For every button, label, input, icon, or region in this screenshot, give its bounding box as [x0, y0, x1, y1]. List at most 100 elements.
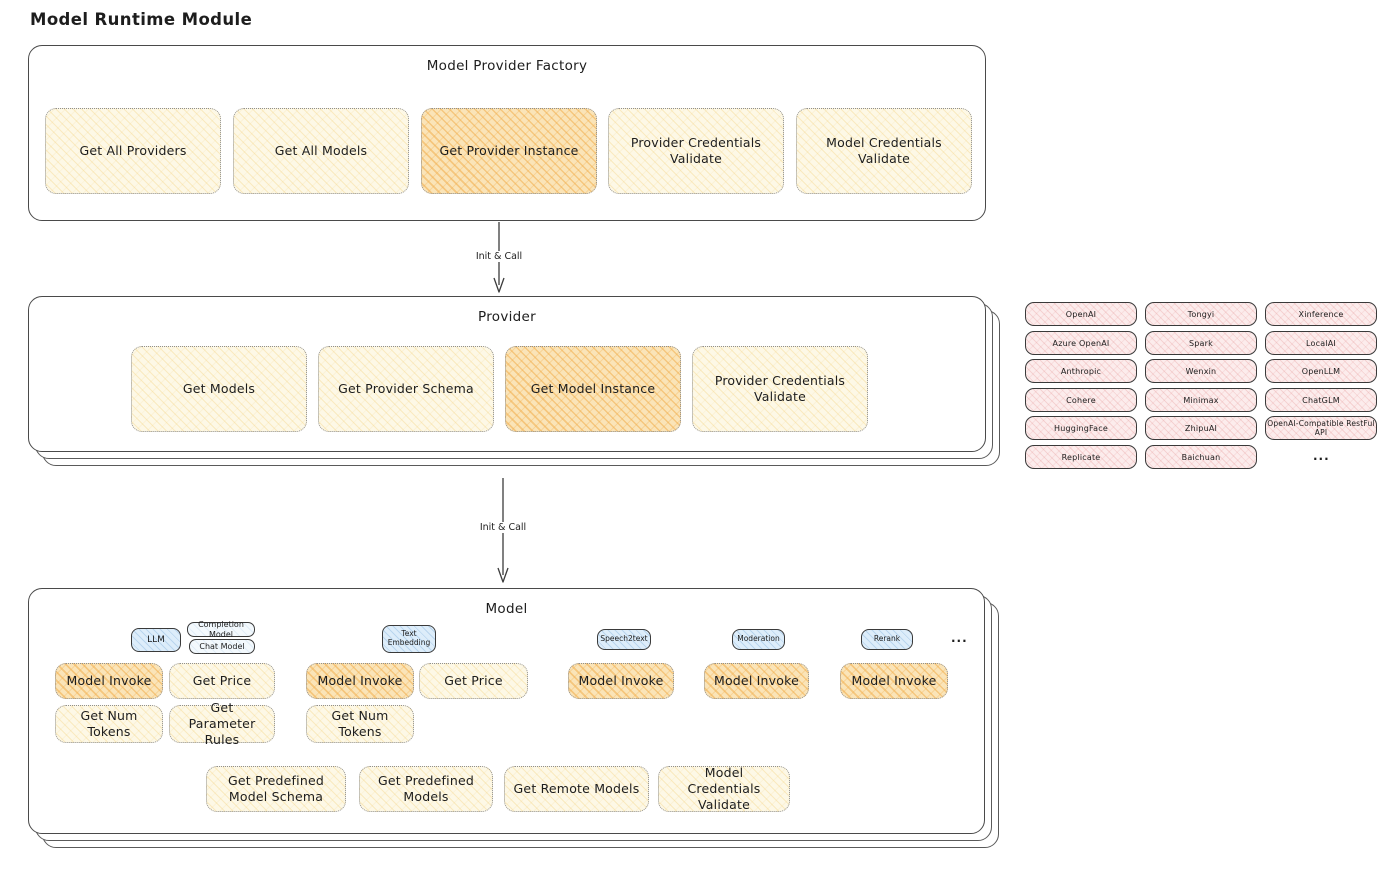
node-label: Model Invoke	[851, 672, 937, 688]
factory-node-get-all-providers: Get All Providers	[45, 108, 221, 194]
model-node-text-embedding-model-invoke: Model Invoke	[306, 663, 414, 699]
init-call-label-1: Init & Call	[471, 251, 527, 262]
model-node-get-remote-models: Get Remote Models	[504, 766, 649, 812]
node-label: Model Invoke	[317, 672, 403, 688]
node-label: Model Credentials Validate	[826, 134, 942, 166]
pill-label: OpenLLM	[1301, 366, 1341, 376]
node-label: Model Invoke	[713, 672, 800, 688]
pill-label: Azure OpenAI	[1052, 338, 1110, 348]
model-node-llm-get-parameter-rules: Get Parameter Rules	[169, 700, 275, 747]
node-label: Get Predefined Model Schema	[228, 772, 324, 804]
pill-label: HuggingFace	[1054, 423, 1108, 433]
model-type-badge-chat-model: Chat Model	[189, 639, 255, 654]
provider-pill-spark: Spark	[1145, 331, 1257, 355]
model-node-get-predefined-model-schema: Get Predefined Model Schema	[206, 766, 346, 812]
pill-label: Replicate	[1061, 452, 1101, 462]
pill-label: OpenAI	[1065, 309, 1097, 319]
model-node-get-predefined-models: Get Predefined Models	[359, 766, 493, 812]
node-label: Get Num Tokens	[331, 707, 389, 739]
pill-label: LocalAI	[1306, 338, 1336, 348]
pill-label: Wenxin	[1185, 366, 1217, 376]
pill-label: Tongyi	[1187, 309, 1215, 319]
provider-node-get-models: Get Models	[131, 346, 307, 432]
badge-label: LLM	[147, 634, 165, 645]
provider-pill-wenxin: Wenxin	[1145, 359, 1257, 383]
node-label: Get Provider Schema	[338, 380, 474, 396]
factory-node-provider-credentials-validate: Provider Credentials Validate	[608, 108, 784, 194]
factory-box-title: Model Provider Factory	[426, 58, 588, 74]
pill-label: Minimax	[1183, 395, 1219, 405]
badge-label: Speech2text	[600, 634, 648, 644]
model-box: Model LLM Completion Model Chat Model Te…	[28, 588, 985, 834]
node-label: Get All Providers	[79, 142, 187, 158]
model-node-llm-get-num-tokens: Get Num Tokens	[55, 705, 163, 743]
provider-box: Provider Get Models Get Provider Schema …	[28, 296, 986, 452]
model-node-rerank-model-invoke: Model Invoke	[840, 663, 948, 699]
providers-ellipsis: ...	[1313, 449, 1330, 463]
init-call-label-2: Init & Call	[475, 522, 531, 533]
model-type-badge-speech2text: Speech2text	[597, 629, 651, 650]
badge-label: Moderation	[737, 634, 780, 644]
pill-label: Spark	[1189, 338, 1213, 348]
provider-node-get-provider-schema: Get Provider Schema	[318, 346, 494, 432]
provider-pill-chatglm: ChatGLM	[1265, 388, 1377, 412]
provider-pill-cohere: Cohere	[1025, 388, 1137, 412]
badge-label: Text Embedding	[387, 629, 431, 647]
node-label: Provider Credentials Validate	[714, 372, 846, 404]
provider-pill-minimax: Minimax	[1145, 388, 1257, 412]
node-label: Get Parameter Rules	[188, 699, 256, 748]
badge-label: Rerank	[873, 634, 901, 644]
pill-label: Baichuan	[1181, 452, 1221, 462]
node-label: Get Provider Instance	[439, 142, 579, 158]
node-label: Get Model Instance	[530, 380, 656, 396]
model-node-text-embedding-get-price: Get Price	[419, 663, 528, 699]
model-node-llm-model-invoke: Model Invoke	[55, 663, 163, 699]
pill-label: ChatGLM	[1302, 395, 1340, 405]
node-label: Provider Credentials Validate	[630, 134, 762, 166]
node-label: Get Num Tokens	[80, 707, 138, 739]
pill-label: Anthropic	[1060, 366, 1102, 376]
provider-pill-replicate: Replicate	[1025, 445, 1137, 469]
model-type-badge-completion-model: Completion Model	[187, 620, 255, 639]
badge-label: Chat Model	[199, 641, 245, 651]
provider-box-title: Provider	[478, 309, 536, 325]
provider-pill-azure-openai: Azure OpenAI	[1025, 331, 1137, 355]
node-label: Get All Models	[274, 142, 368, 158]
model-node-speech2text-model-invoke: Model Invoke	[568, 663, 674, 699]
pill-label: OpenAI-Compatible RestFul API	[1267, 419, 1375, 437]
model-node-llm-get-price: Get Price	[169, 663, 275, 699]
factory-node-model-credentials-validate: Model Credentials Validate	[796, 108, 972, 194]
provider-node-get-model-instance: Get Model Instance	[505, 346, 681, 432]
badge-label: Completion Model	[198, 620, 244, 639]
provider-pill-openai: OpenAI	[1025, 302, 1137, 326]
factory-node-get-all-models: Get All Models	[233, 108, 409, 194]
pill-label: Cohere	[1066, 395, 1096, 405]
provider-pill-huggingface: HuggingFace	[1025, 416, 1137, 440]
provider-pill-openai-compatible-restful-api: OpenAI-Compatible RestFul API	[1265, 416, 1377, 440]
factory-box: Model Provider Factory Get All Providers…	[28, 45, 986, 221]
model-types-ellipsis: ...	[951, 631, 968, 645]
pill-label: Xinference	[1298, 309, 1344, 319]
provider-pill-tongyi: Tongyi	[1145, 302, 1257, 326]
node-label: Get Predefined Models	[378, 772, 474, 804]
node-label: Get Price	[444, 672, 503, 688]
provider-pill-localai: LocalAI	[1265, 331, 1377, 355]
model-node-model-credentials-validate: Model Credentials Validate	[658, 765, 790, 812]
model-type-badge-moderation: Moderation	[732, 629, 785, 650]
node-label: Model Invoke	[66, 672, 152, 688]
pill-label: ZhipuAI	[1184, 423, 1218, 433]
model-box-title: Model	[485, 601, 528, 617]
provider-pill-baichuan: Baichuan	[1145, 445, 1257, 469]
node-label: Get Remote Models	[513, 780, 640, 796]
factory-node-get-provider-instance: Get Provider Instance	[421, 108, 597, 194]
model-node-moderation-model-invoke: Model Invoke	[704, 663, 809, 699]
provider-pill-zhipuai: ZhipuAI	[1145, 416, 1257, 440]
page-title: Model Runtime Module	[30, 10, 253, 29]
model-type-badge-llm: LLM	[131, 628, 181, 652]
node-label: Get Price	[192, 672, 252, 688]
model-type-badge-rerank: Rerank	[861, 629, 913, 650]
node-label: Model Invoke	[578, 672, 664, 688]
model-node-text-embedding-get-num-tokens: Get Num Tokens	[306, 705, 414, 743]
provider-node-provider-credentials-validate: Provider Credentials Validate	[692, 346, 868, 432]
